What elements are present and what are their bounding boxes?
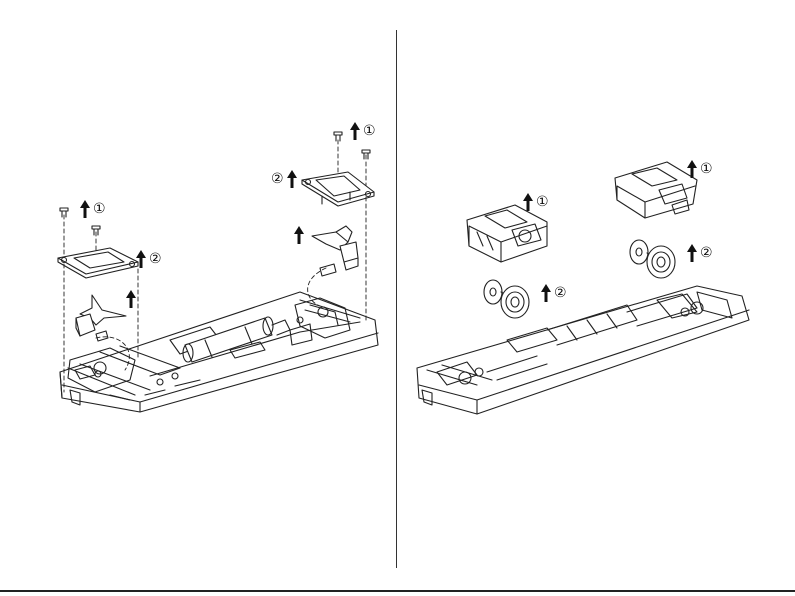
right-exploded-diagram (397, 0, 795, 590)
left-bracket-plate (58, 248, 138, 278)
step-label: ① (687, 160, 713, 178)
left-panel: ① ② ① ② (0, 0, 396, 590)
left-motor-block (467, 205, 547, 262)
up-arrow-icon (136, 250, 146, 268)
left-coupler (76, 295, 126, 341)
step-label: ② (271, 170, 297, 188)
step-label: ① (80, 200, 106, 218)
up-arrow-icon (523, 193, 533, 211)
step-number: ② (700, 246, 713, 260)
step-number: ② (271, 172, 284, 186)
up-arrow-icon (294, 226, 304, 244)
right-wheelset (630, 240, 675, 278)
up-arrow-icon (541, 284, 551, 302)
step-number: ② (149, 252, 162, 266)
right-motor-block (615, 162, 697, 218)
step-number: ① (363, 124, 376, 138)
up-arrow-icon (350, 122, 360, 140)
left-wheelset (484, 280, 529, 318)
right-bracket-plate (302, 172, 374, 206)
step-label: ② (541, 284, 567, 302)
left-exploded-diagram (0, 0, 396, 590)
bottom-rule (0, 590, 795, 592)
step-arrow (126, 290, 136, 308)
step-number: ① (700, 162, 713, 176)
step-label: ② (687, 244, 713, 262)
chassis-frame (417, 286, 749, 414)
step-label: ② (136, 250, 162, 268)
up-arrow-icon (287, 170, 297, 188)
up-arrow-icon (687, 160, 697, 178)
step-number: ① (536, 195, 549, 209)
right-coupler (312, 226, 358, 276)
up-arrow-icon (80, 200, 90, 218)
step-number: ① (93, 202, 106, 216)
step-label: ① (523, 193, 549, 211)
up-arrow-icon (687, 244, 697, 262)
right-panel: ① ② ① ② (397, 0, 795, 590)
step-label: ① (350, 122, 376, 140)
step-arrow (294, 226, 304, 244)
up-arrow-icon (126, 290, 136, 308)
step-number: ② (554, 286, 567, 300)
